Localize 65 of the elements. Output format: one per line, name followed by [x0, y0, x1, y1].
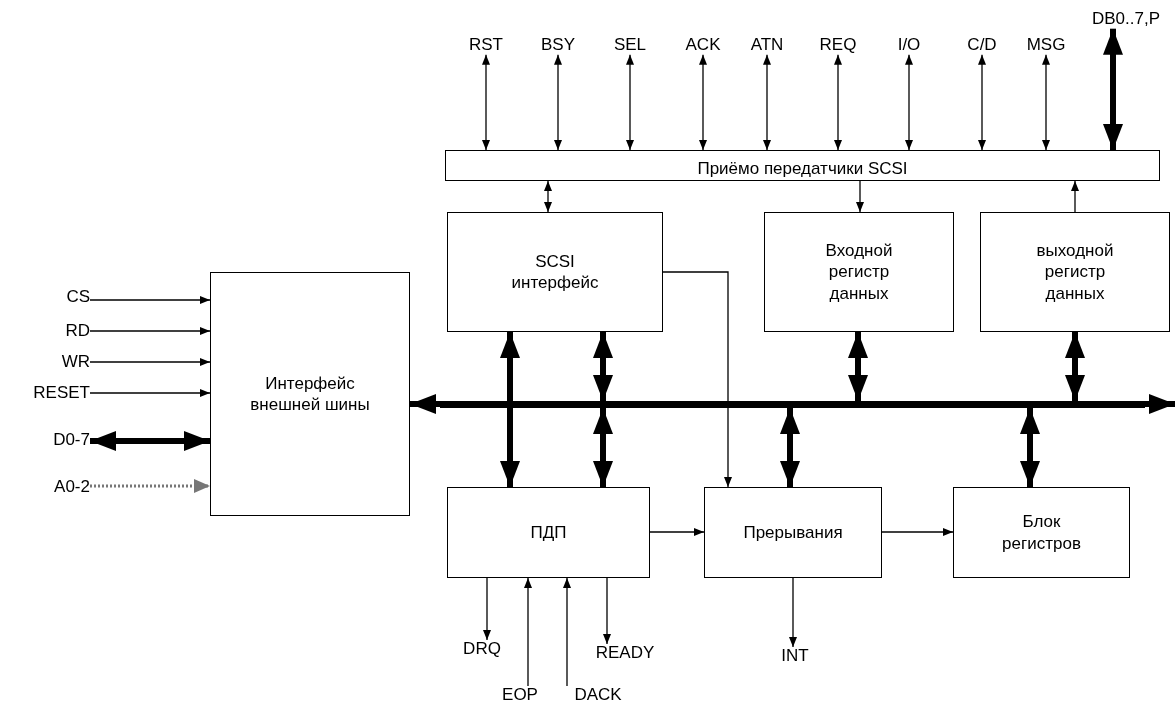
signal-arrow: [563, 577, 571, 687]
signal-label: RST: [469, 36, 503, 55]
bus-arrow: [1020, 408, 1040, 487]
signal-label: RD: [65, 322, 90, 341]
signal-label: INT: [781, 647, 809, 666]
signal-label: MSG: [1026, 36, 1066, 55]
signal-label: READY: [595, 644, 655, 663]
block-box: Блок регистров: [953, 487, 1130, 578]
signal-arrow: [89, 389, 211, 397]
signal-arrow: [544, 180, 552, 213]
signal-label: BSY: [541, 36, 575, 55]
signal-label: A0-2: [54, 478, 90, 497]
signal-label: C/D: [967, 36, 997, 55]
signal-arrow: [789, 577, 797, 648]
signal-label: D0-7: [53, 431, 90, 450]
bus-arrow: [593, 332, 613, 401]
signal-label: I/O: [897, 36, 921, 55]
signal-arrow: [89, 296, 211, 304]
signal-label: CS: [66, 288, 90, 307]
bus-arrow: [1103, 28, 1123, 150]
bus-arrow: [780, 408, 800, 487]
signal-arrow: [905, 54, 913, 151]
signal-label: WR: [61, 353, 90, 372]
signal-label: EOP: [502, 686, 538, 705]
signal-arrow: [483, 577, 491, 641]
signal-label: DB0..7,P: [1092, 10, 1160, 29]
signal-label: SEL: [613, 36, 647, 55]
bus-arrow: [90, 431, 210, 451]
signal-arrow: [881, 528, 954, 536]
signal-arrow: [554, 54, 562, 151]
signal-arrow: [482, 54, 490, 151]
signal-arrow: [699, 54, 707, 151]
bus-arrow: [848, 332, 868, 401]
signal-arrow: [89, 358, 211, 366]
signal-arrow: [856, 180, 864, 213]
bus-arrow: [1145, 394, 1175, 414]
signal-arrow: [626, 54, 634, 151]
signal-label: ATN: [750, 36, 784, 55]
block-box: Прерывания: [704, 487, 882, 578]
signal-arrow: [90, 479, 210, 493]
signal-arrow: [1042, 54, 1050, 151]
signal-arrow: [763, 54, 771, 151]
block-box: выходной регистр данных: [980, 212, 1170, 332]
signal-label: RESET: [33, 384, 90, 403]
signal-label: DACK: [574, 686, 622, 705]
bus-arrow: [410, 394, 440, 414]
signal-arrow: [834, 54, 842, 151]
block-box: ПДП: [447, 487, 650, 578]
signal-arrow: [524, 577, 532, 687]
signal-arrow: [1071, 180, 1079, 213]
block-box: Входной регистр данных: [764, 212, 954, 332]
signal-arrow: [649, 528, 705, 536]
signal-arrow: [662, 271, 732, 488]
signal-label: ACK: [685, 36, 721, 55]
transceiver-bar: Приёмо передатчики SCSI: [445, 150, 1160, 181]
block-box: Интерфейс внешней шины: [210, 272, 410, 516]
signal-label: REQ: [819, 36, 857, 55]
bus-arrow: [593, 408, 613, 487]
signal-arrow: [89, 327, 211, 335]
signal-arrow: [603, 577, 611, 645]
signal-label: DRQ: [463, 640, 501, 659]
block-box: SCSI интерфейс: [447, 212, 663, 332]
bus-arrow: [500, 332, 520, 487]
bus-arrow: [1065, 332, 1085, 401]
signal-arrow: [978, 54, 986, 151]
